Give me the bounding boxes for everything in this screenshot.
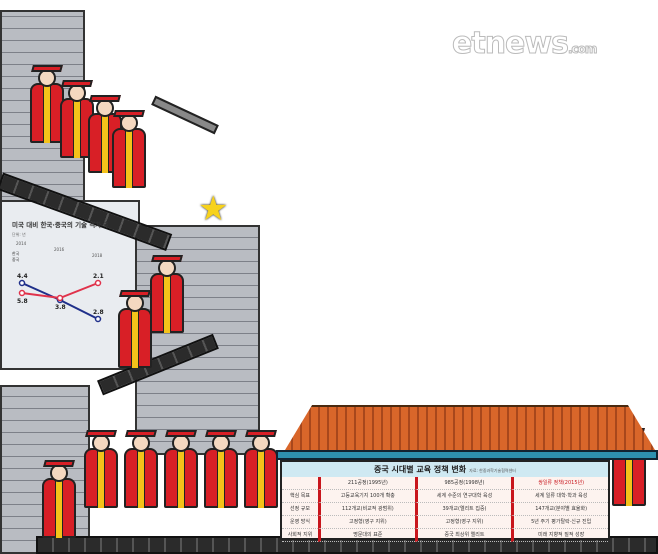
logo-text: etnews [452, 26, 570, 62]
cell: 고정형(영구 지위) [318, 516, 415, 529]
row-label: 사회적 지위 [282, 529, 318, 542]
graduate-figure [112, 110, 146, 188]
x-tick-label: 2014 [16, 241, 27, 246]
graduate-figure [164, 430, 198, 508]
cell: 5년 주기 평가탈락·신규 진입 [511, 516, 608, 529]
x-tick-label: 2018 [92, 253, 103, 258]
graduate-figure [204, 430, 238, 508]
data-point [18, 289, 26, 297]
cell: 중국 최상위 엘리트 [414, 529, 512, 542]
graduate-figure [150, 255, 184, 333]
tech-gap-chart: 미국 대비 한국·중국의 기술 격차 추이 단위: 년 한국 중국 2014 20… [12, 220, 108, 323]
data-point [18, 279, 26, 287]
corner [282, 477, 318, 490]
row-label: 선정 규모 [282, 503, 318, 516]
data-label: 2.8 [93, 309, 104, 316]
chart-unit: 단위: 년 [12, 231, 26, 237]
cell: 미래 지향적 질적 성장 [511, 529, 608, 542]
cell: 39개교(엘리트 집중) [414, 503, 512, 516]
data-point [94, 315, 102, 323]
cell: 147개교(분야별 효율화) [511, 503, 608, 516]
chart-title: 미국 대비 한국·중국의 기술 격차 추이 [12, 220, 108, 229]
robot-arm [151, 95, 219, 135]
row-label: 운영 방식 [282, 516, 318, 529]
data-point [94, 279, 102, 287]
legend-korea: 한국 [12, 250, 20, 256]
cell: 고등교육기지 100개 확충 [318, 490, 415, 503]
cell: 112개교(비교적 광범위) [318, 503, 415, 516]
col-header: 쌍일류 정책(2015년) [511, 477, 608, 490]
graduate-figure [124, 430, 158, 508]
etnews-logo: etnews.com [452, 26, 598, 62]
data-label: 5.8 [17, 298, 28, 305]
graduate-figure [30, 65, 64, 143]
cell: 세계 일류 대학·학과 육성 [511, 490, 608, 503]
data-label: 3.8 [55, 304, 66, 311]
data-label: 4.4 [17, 273, 28, 280]
row-label: 핵심 목표 [282, 490, 318, 503]
palace-roof [282, 405, 658, 455]
col-header: 211공정(1995년) [318, 477, 415, 490]
x-tick-label: 2016 [54, 247, 65, 252]
table-source: 자료: 한중과학기술협력센터 [469, 468, 516, 473]
table-title: 중국 시대별 교육 정책 변화 [374, 465, 467, 474]
cell: 고정형(영구 지위) [414, 516, 512, 529]
cell: 명문대의 표준 [318, 529, 415, 542]
col-header: 985공정(1998년) [414, 477, 512, 490]
graduate-figure [84, 430, 118, 508]
legend-china: 중국 [12, 257, 20, 262]
data-point [56, 294, 64, 302]
graduate-figure [42, 460, 76, 538]
graduate-figure [118, 290, 152, 368]
data-label: 2.1 [93, 273, 104, 280]
cell: 세계 수준의 연구대학 육성 [414, 490, 512, 503]
logo-suffix: .com [567, 42, 597, 57]
graduate-figure [244, 430, 278, 508]
palace-eave [276, 450, 658, 460]
table-grid: 211공정(1995년) 985공정(1998년) 쌍일류 정책(2015년) … [282, 477, 608, 542]
star-icon: ★ [198, 189, 229, 229]
